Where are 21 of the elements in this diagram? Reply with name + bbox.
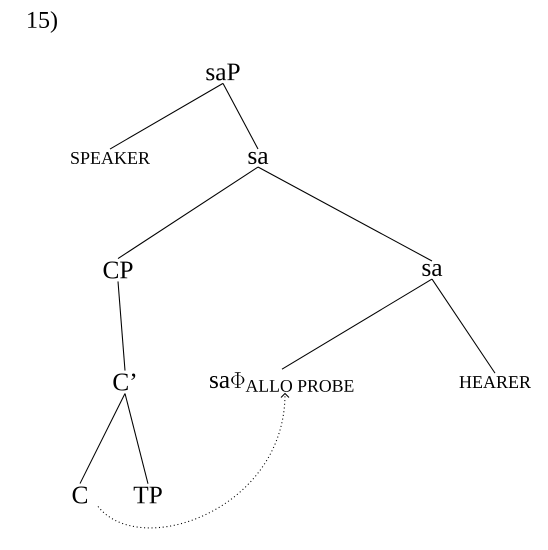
tree-branch [432,278,496,374]
tree-branch [118,166,258,259]
movement-arrow [98,392,290,528]
tree-branch [124,393,149,484]
tree-branch [222,83,258,150]
tree-label: SPEAKER [71,152,150,164]
tree-label: TP [134,486,162,504]
tree-label: C’ [113,373,136,391]
tree-label: sa [248,152,268,164]
tree-label: saP [206,64,240,80]
tree-label: HEARER [460,376,531,388]
example-number: 15) [28,11,57,33]
tree-branch [258,166,432,262]
tree-branch [282,278,432,370]
tree-branch [80,393,126,484]
tree-label: $\text{sa}\Phi_{\text{ALLO PROBE}}$ [210,372,354,392]
tree-label: C [72,486,88,504]
tree-branch [110,82,224,150]
tree-label: CP [104,262,132,279]
tree-label: sa [422,264,442,276]
tree-branch [117,281,126,371]
